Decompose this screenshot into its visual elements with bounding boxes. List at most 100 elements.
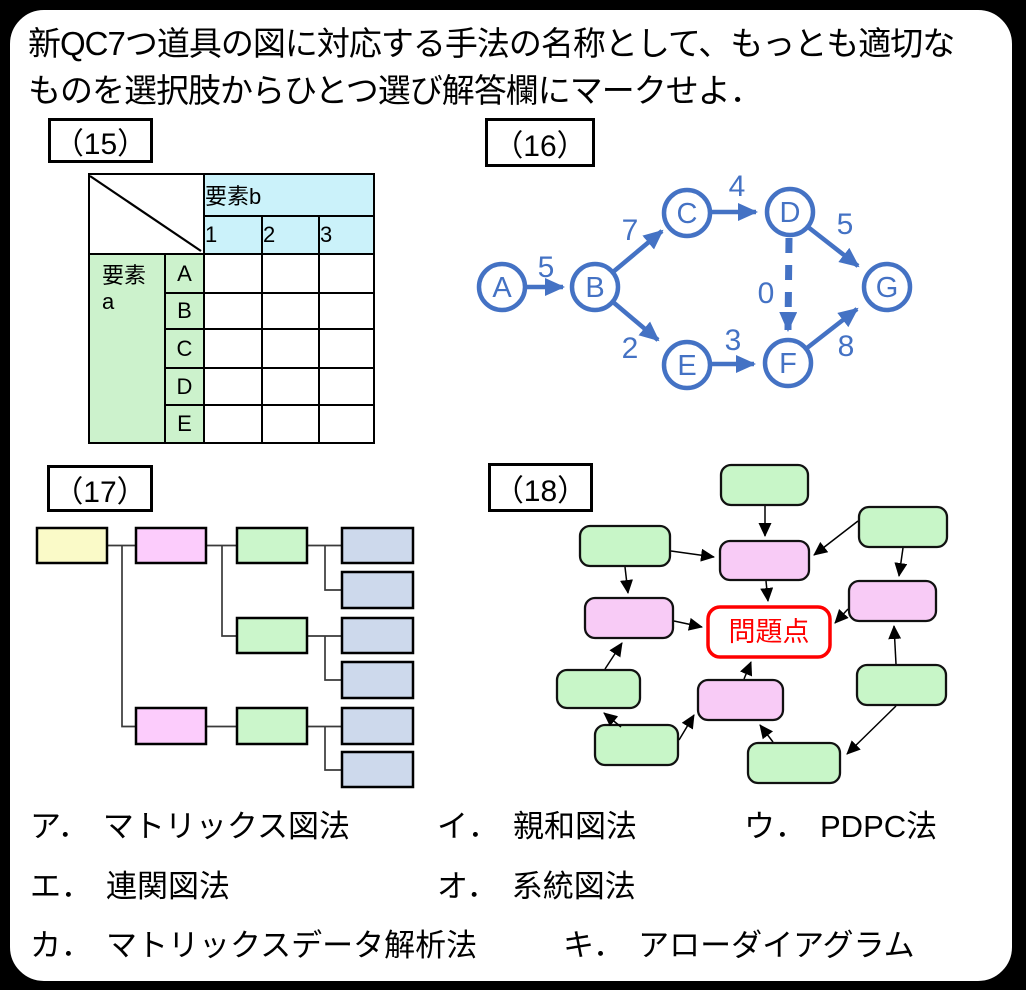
node-a-circle	[476, 261, 528, 313]
matrix-row-group-text: 要素a	[102, 263, 147, 314]
tree-mid-box	[235, 706, 309, 746]
relation-box-pink	[696, 678, 785, 722]
node-b-circle	[569, 261, 621, 313]
matrix-cell	[318, 404, 375, 444]
relation-arrow	[740, 661, 753, 680]
tree-mid-box	[235, 616, 309, 655]
tree-connector	[221, 545, 237, 637]
question-line-2: ものを選択肢からひとつ選び解答欄にマークせよ．	[28, 72, 763, 109]
tree-mid-box	[235, 526, 309, 565]
edge-d-f-dummy	[779, 237, 798, 332]
matrix-cell	[261, 328, 320, 369]
panel-label-17: （17）	[47, 465, 153, 512]
node-e-label: E	[677, 350, 696, 382]
tree-leaf-box	[340, 660, 415, 700]
matrix-cell	[261, 367, 320, 406]
edge-weight-e-f2: 3	[725, 324, 742, 357]
option-i: イ． 親和図法	[437, 801, 637, 846]
arrow-diagram-16: 5 7 4 5 2 0 3 0 8 A B	[476, 170, 913, 391]
option-ka-letter: カ．	[30, 928, 92, 963]
panel-label-15: （15）	[48, 118, 153, 163]
edge-weight-d-f: 0	[758, 277, 775, 310]
relation-box-green	[578, 524, 672, 568]
option-o: オ． 系統図法	[437, 861, 636, 906]
relation-arrow	[604, 642, 623, 670]
option-e-letter: エ．	[30, 869, 92, 904]
node-b-label: B	[585, 272, 604, 304]
option-o-letter: オ．	[437, 869, 498, 904]
option-ki: キ．アローダイアグラム	[563, 920, 915, 965]
option-ka: カ．マトリックスデータ解析法	[30, 920, 477, 965]
edge-b-c	[611, 229, 664, 274]
relation-box-green	[855, 663, 948, 707]
matrix-cell	[318, 367, 375, 406]
option-i-letter: イ．	[437, 809, 499, 844]
relation-arrow	[846, 705, 897, 755]
matrix-cell	[261, 253, 320, 294]
relation-box-green	[746, 741, 842, 785]
tree-branch-box	[134, 706, 208, 746]
node-a-label: A	[492, 272, 512, 304]
edge-weight-d-g: 5	[837, 208, 854, 241]
relation-box-green	[719, 463, 810, 507]
option-u-name: PDPC法	[820, 809, 938, 844]
node-d-label: D	[780, 197, 801, 229]
matrix-col-header-2: 2	[261, 215, 320, 255]
node-c-circle	[661, 187, 713, 239]
node-d-circle	[764, 186, 816, 238]
option-e-name: 連関図法	[106, 869, 230, 904]
relation-arrow	[759, 724, 774, 743]
relations-diagram-18: 問題点	[555, 463, 949, 785]
edge-weight-b-e: 2	[622, 332, 639, 365]
option-a: ア． マトリックス図法	[30, 801, 350, 846]
matrix-diagram-15: 要素b 1 2 3 要素a A B C D E	[88, 173, 375, 444]
matrix-cell	[318, 328, 375, 369]
node-e-circle	[661, 339, 713, 391]
matrix-cell	[203, 367, 263, 406]
option-i-name: 親和図法	[513, 809, 637, 844]
relation-box-pink	[583, 596, 675, 640]
relation-box-green	[857, 505, 949, 549]
tree-leaf-box	[340, 706, 415, 746]
option-e: エ． 連関図法	[30, 861, 230, 906]
tree-leaf-box	[340, 616, 415, 655]
option-ki-letter: キ．	[563, 928, 625, 963]
relation-arrow	[834, 608, 849, 624]
edge-f-g	[805, 307, 859, 350]
relation-arrow	[760, 580, 774, 602]
matrix-col-header-1: 1	[203, 215, 263, 255]
tree-connector	[324, 636, 342, 681]
matrix-row-header-c: C	[164, 328, 205, 369]
option-a-letter: ア．	[30, 809, 89, 844]
relation-box-green	[593, 723, 680, 767]
edge-d-g	[806, 225, 860, 268]
node-g-circle	[861, 261, 913, 313]
matrix-cell	[318, 253, 375, 294]
panel-label-18: （18）	[488, 463, 593, 512]
question-line-1: 新QC7つ道具の図に対応する手法の名称として、もっとも適切な	[28, 25, 955, 62]
problem-point-label: 問題点	[729, 617, 810, 647]
matrix-cell	[203, 404, 263, 444]
matrix-col-group-header: 要素b	[203, 173, 375, 217]
relation-box-pink	[718, 539, 811, 582]
tree-connector	[121, 545, 136, 728]
matrix-row-header-d: D	[164, 367, 205, 406]
matrix-cell	[203, 292, 263, 330]
relation-arrow	[813, 520, 859, 556]
matrix-row-header-a: A	[164, 253, 205, 294]
option-o-name: 系統図法	[511, 869, 636, 904]
edge-b-e	[611, 300, 660, 342]
tree-leaf-box	[340, 526, 415, 565]
node-f-circle	[762, 337, 814, 389]
problem-point-box	[706, 605, 832, 659]
matrix-cell	[318, 292, 375, 330]
option-u: ウ．PDPC法	[744, 801, 937, 846]
matrix-cell	[261, 292, 320, 330]
matrix-row-header-e: E	[164, 404, 205, 444]
relation-arrow	[678, 714, 695, 741]
option-a-name: マトリックス図法	[102, 809, 350, 844]
matrix-diagonal-line	[89, 175, 202, 252]
matrix-row-header-b: B	[164, 292, 205, 330]
